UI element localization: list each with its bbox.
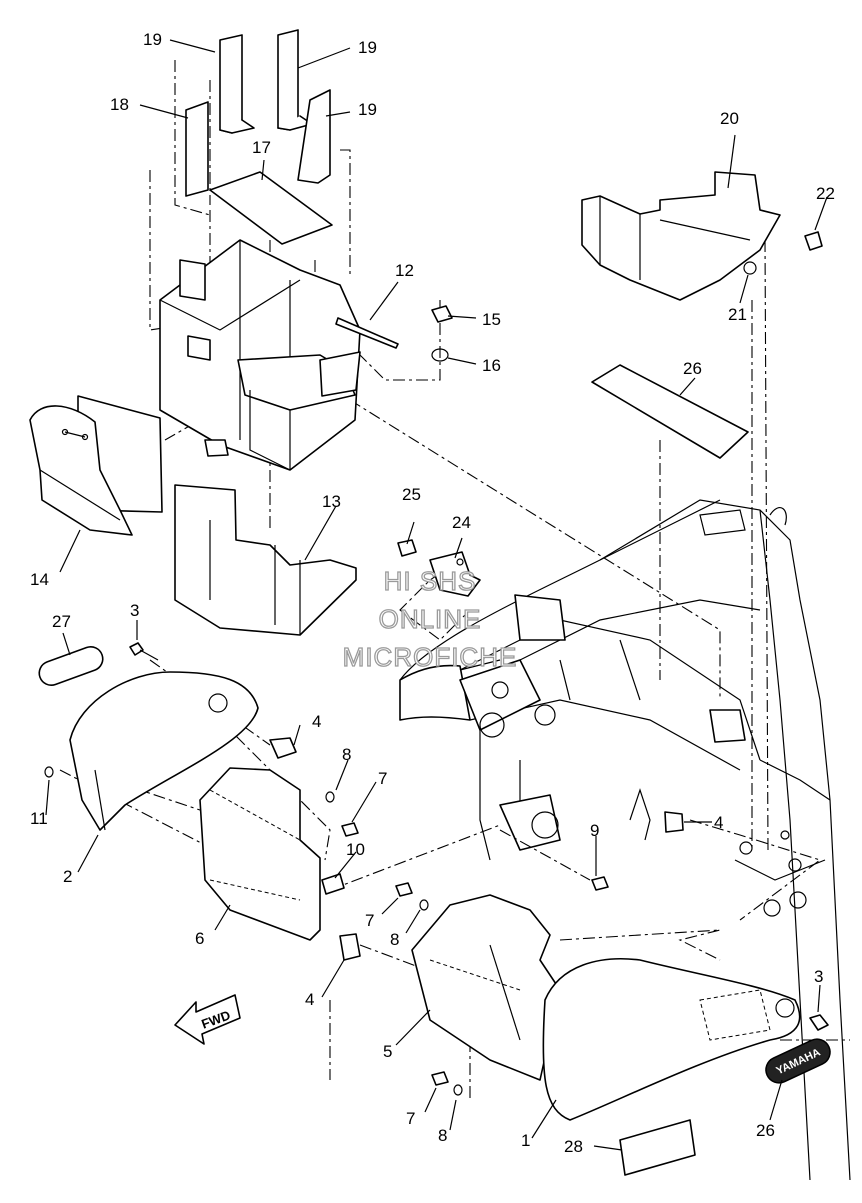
part-18-plate [185, 101, 209, 197]
part-19-plate-left [219, 34, 255, 134]
callout-26: 26 [756, 1121, 775, 1140]
callout-19: 19 [143, 30, 162, 49]
callout-24: 25 [402, 485, 421, 504]
fwd-arrow-icon: FWD [174, 994, 241, 1045]
watermark: HI SHS ONLINE MICROFICHE [342, 565, 518, 672]
callout-10: 10 [346, 840, 365, 859]
watermark-line-3: MICROFICHE [343, 642, 518, 672]
callout-3: 3 [814, 967, 823, 986]
callout-8: 8 [438, 1126, 447, 1145]
callout-7: 7 [406, 1109, 415, 1128]
part-17-pad [209, 171, 333, 245]
callout-20: 20 [720, 109, 739, 128]
part-1-cover [542, 958, 801, 1121]
callout-4: 4 [714, 813, 723, 832]
part-6-cover [199, 767, 321, 941]
callout-12: 12 [395, 261, 414, 280]
callout-4: 4 [305, 990, 314, 1009]
callout-2: 2 [63, 867, 72, 886]
callout-11: 11 [30, 809, 48, 828]
part-19-plate-right [297, 89, 331, 184]
leader-lines [45, 39, 828, 1151]
callout-18: 18 [110, 95, 129, 114]
part-2-cover [69, 671, 259, 831]
part-27-emblem [38, 646, 104, 686]
callout-9: 9 [590, 821, 599, 840]
part-13-guard [174, 484, 357, 636]
callout-15: 15 [482, 310, 501, 329]
part-12-battery-box [159, 239, 399, 471]
callout-16: 16 [482, 356, 501, 375]
fasteners [44, 231, 829, 1096]
part-19-plate-middle [277, 29, 313, 131]
callout-28: 28 [564, 1137, 583, 1156]
callout-8: 8 [390, 930, 399, 949]
callout-17: 17 [252, 138, 271, 157]
callout-19: 19 [358, 100, 377, 119]
watermark-line-1: HI SHS [384, 566, 477, 596]
callout-3: 3 [130, 601, 139, 620]
part-25-pad [591, 364, 749, 459]
watermark-line-2: ONLINE [379, 604, 482, 634]
callout-27: 27 [52, 612, 71, 631]
part-26-yamaha-emblem: YAMAHA [765, 1038, 831, 1084]
callout-8: 8 [342, 745, 351, 764]
callout-14: 14 [30, 570, 49, 589]
callout-13: 13 [322, 492, 341, 511]
callout-21: 21 [728, 305, 747, 324]
part-14-battery-cover [29, 395, 163, 536]
callout-23: 24 [452, 513, 471, 532]
callout-4: 4 [312, 712, 321, 731]
frame-assembly [399, 499, 851, 1181]
part-28-label [619, 1119, 696, 1176]
callout-22: 22 [816, 184, 835, 203]
callout-19: 19 [358, 38, 377, 57]
callout-25: 26 [683, 359, 702, 378]
callout-7: 7 [365, 911, 374, 930]
callout-6: 6 [195, 929, 204, 948]
callout-1: 1 [521, 1131, 530, 1150]
part-20-tray [581, 171, 781, 301]
callout-numbers: 19 19 19 18 17 12 15 16 20 22 21 26 25 2… [30, 30, 835, 1156]
part-5-cover [411, 894, 561, 1081]
part-23-bracket [429, 551, 481, 597]
callout-5: 5 [383, 1042, 392, 1061]
callout-7: 7 [378, 769, 387, 788]
